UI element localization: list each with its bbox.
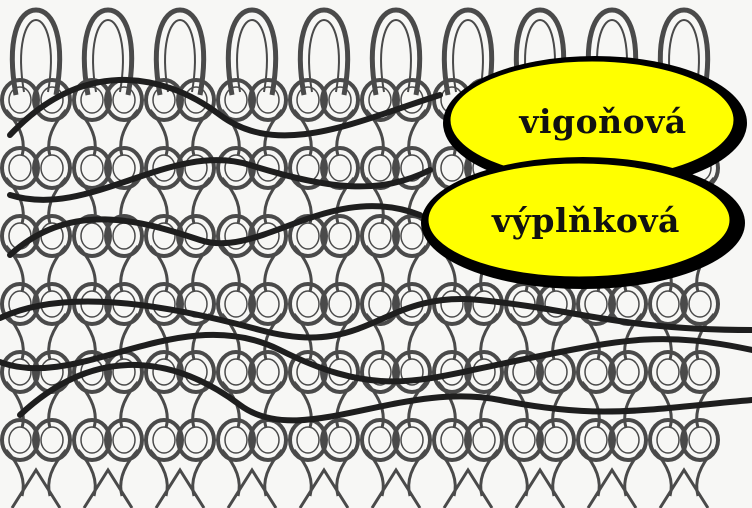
stitch-ring [9, 87, 31, 113]
stitch-ring [329, 427, 351, 453]
stitch-ring [545, 359, 567, 385]
stitch-ring [9, 427, 31, 453]
stitch-ring [441, 291, 463, 317]
stitch-ring [113, 87, 135, 113]
stitch-ring [81, 87, 103, 113]
stitch-ring [81, 155, 103, 181]
stitch-leg [84, 470, 132, 508]
stitch-ring [41, 155, 63, 181]
stitch-ring [329, 87, 351, 113]
stitch-ring [9, 155, 31, 181]
stitch-ring [225, 87, 247, 113]
stitch-leg [444, 470, 492, 508]
vyplnkova-label-bubble: výplňková [413, 152, 752, 294]
stitch-leg [12, 470, 60, 508]
stitch-leg [300, 470, 348, 508]
stitch-ring [257, 87, 279, 113]
stitch-ring [657, 427, 679, 453]
stitch-ring [257, 427, 279, 453]
stitch-ring [657, 291, 679, 317]
stitch-ring [153, 291, 175, 317]
stitch-leg [156, 470, 204, 508]
stitch-ring [81, 427, 103, 453]
stitch-ring [329, 223, 351, 249]
stitch-loop [372, 10, 419, 95]
stitch-ring [297, 87, 319, 113]
stitch-ring [297, 427, 319, 453]
stitch-ring [185, 427, 207, 453]
stitch-loop [12, 10, 59, 95]
stitch-ring [369, 155, 391, 181]
stitch-ring [41, 427, 63, 453]
stitch-ring [617, 291, 639, 317]
stitch-ring [369, 223, 391, 249]
stitch-loop [228, 10, 275, 95]
stitch-ring [225, 291, 247, 317]
stitch-ring [545, 427, 567, 453]
stitch-ring [113, 223, 135, 249]
stitch-loop [156, 10, 203, 95]
stitch-ring [81, 223, 103, 249]
stitch-ring [297, 223, 319, 249]
stitch-leg [660, 470, 708, 508]
stitch-ring [153, 427, 175, 453]
stitch-ring [689, 359, 711, 385]
vyplnkova-label: výplňková [492, 201, 680, 240]
stitch-ring [689, 291, 711, 317]
stitch-leg [372, 470, 420, 508]
stitch-ring [369, 87, 391, 113]
stitch-leg [588, 470, 636, 508]
stitch-leg [228, 470, 276, 508]
stitch-ring [585, 427, 607, 453]
stitch-ring [257, 359, 279, 385]
stitch-leg [516, 470, 564, 508]
stitch-ring [657, 359, 679, 385]
stitch-ring [297, 291, 319, 317]
stitch-ring [441, 427, 463, 453]
stitch-ring [329, 291, 351, 317]
stitch-ring [617, 427, 639, 453]
stitch-ring [369, 291, 391, 317]
stitch-ring [257, 291, 279, 317]
stitch-loop [300, 10, 347, 95]
stitch-ring [689, 427, 711, 453]
stitch-ring [225, 359, 247, 385]
stitch-ring [513, 427, 535, 453]
stitch-ring [617, 359, 639, 385]
stitch-ring [401, 427, 423, 453]
stitch-ring [329, 155, 351, 181]
stitch-ring [473, 427, 495, 453]
stitch-ring [113, 427, 135, 453]
stitch-ring [41, 359, 63, 385]
stitch-ring [369, 427, 391, 453]
stitch-ring [585, 359, 607, 385]
vigonova-label: vigoňová [519, 102, 686, 141]
stitch-ring [225, 427, 247, 453]
